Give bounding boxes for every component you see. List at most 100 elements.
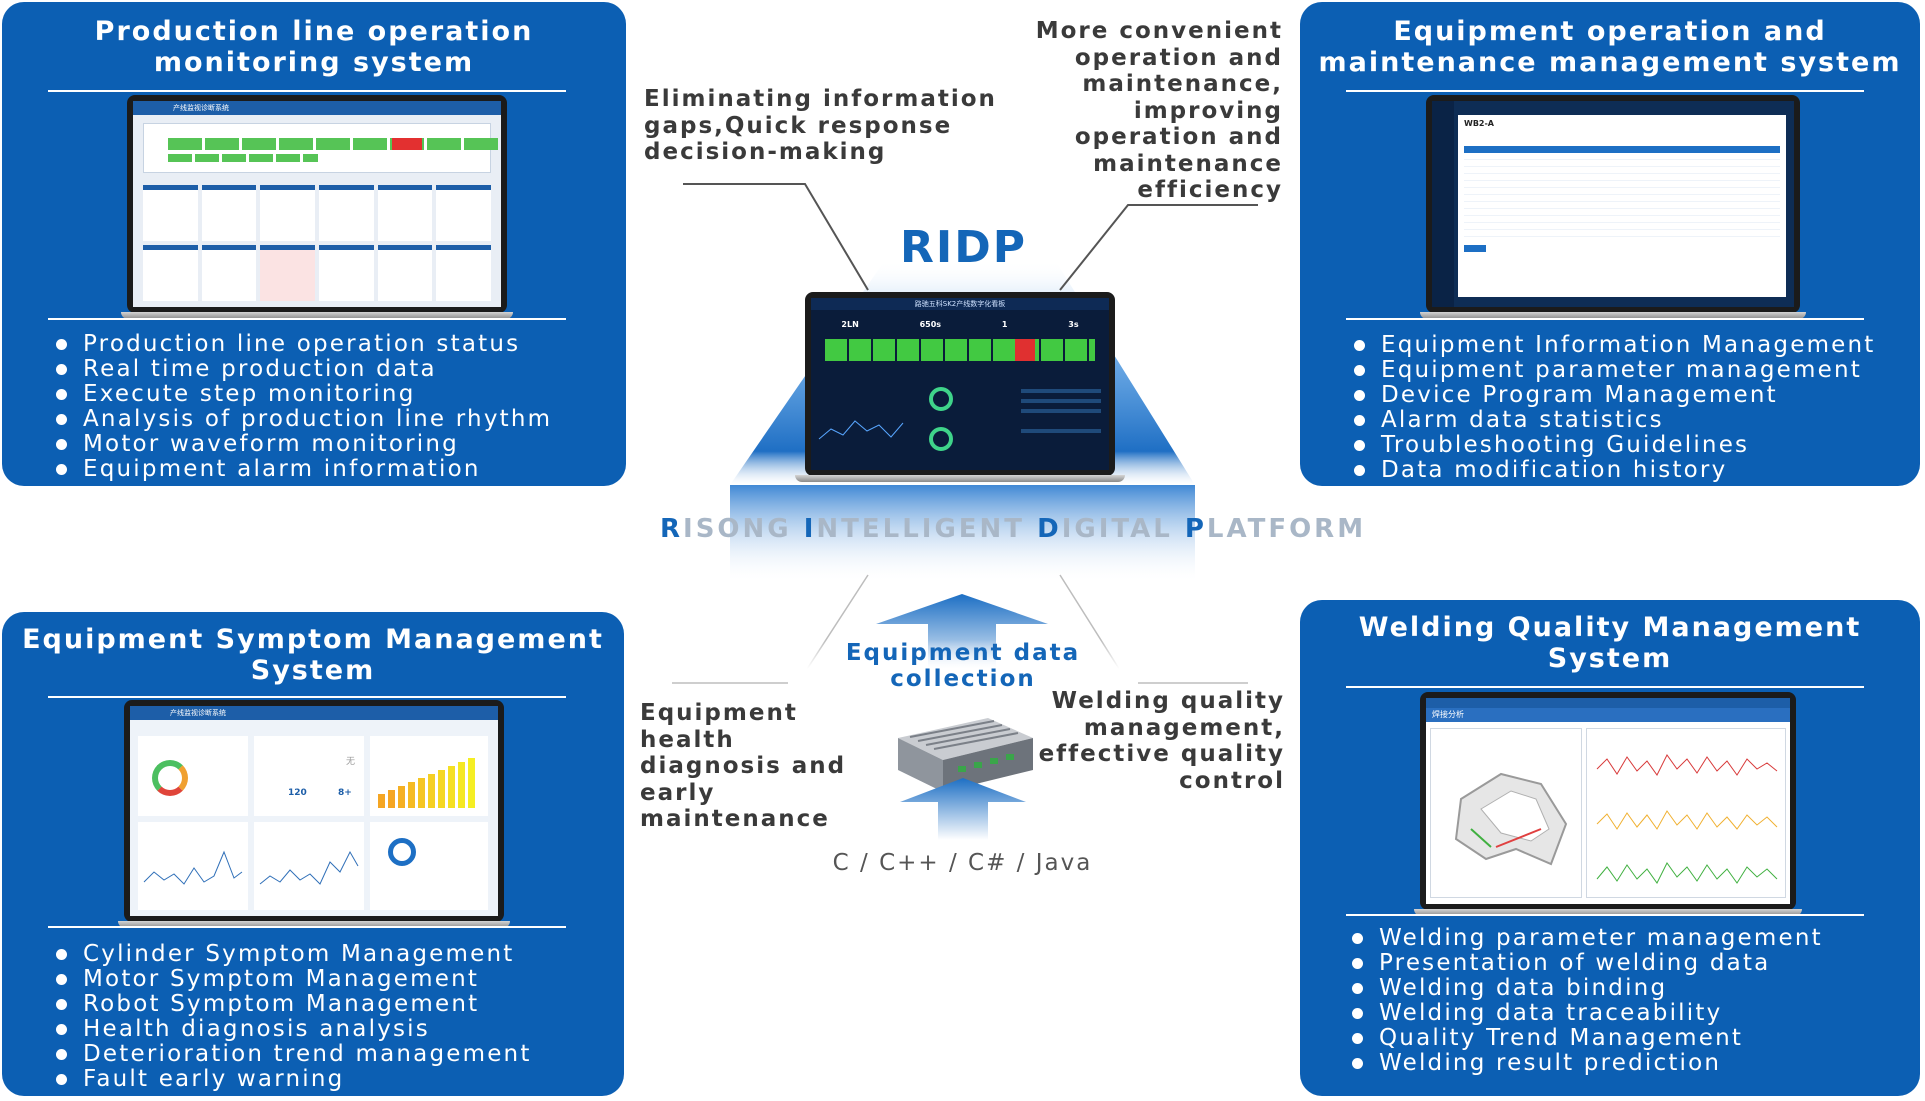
panel-symptom-management: Equipment Symptom Management System 产线监视… bbox=[2, 612, 624, 1096]
panel-equipment-maintenance: Equipment operation and maintenance mana… bbox=[1300, 2, 1920, 486]
station-grid bbox=[143, 185, 491, 301]
equipment-screen: WB2-A bbox=[1432, 101, 1794, 307]
list-item: Motor Symptom Management bbox=[56, 967, 532, 992]
summary-card: 120 8+ 无 bbox=[254, 736, 364, 816]
panel-welding-quality: Welding Quality Management System 焊接分析 bbox=[1300, 600, 1920, 1096]
callout-bottom-right: Welding quality management, effective qu… bbox=[1038, 688, 1285, 794]
list-item: Real time production data bbox=[56, 357, 552, 382]
welding-screen: 焊接分析 bbox=[1426, 698, 1790, 904]
screen-header: 焊接分析 bbox=[1426, 708, 1790, 722]
panel-title: Production line operation monitoring sys… bbox=[94, 16, 534, 78]
list-item: Health diagnosis analysis bbox=[56, 1017, 532, 1042]
screen-header: 路驰五科SK2产线数字化看板 bbox=[811, 298, 1109, 310]
list-item: Quality Trend Management bbox=[1352, 1026, 1823, 1051]
dashboard-stats: 2LN 650s 1 3s bbox=[811, 320, 1109, 329]
donut-card bbox=[138, 736, 248, 816]
laptop-equipment: WB2-A bbox=[1420, 95, 1806, 319]
waveform-view bbox=[1586, 728, 1786, 898]
panel-production-monitoring: Production line operation monitoring sys… bbox=[2, 2, 626, 486]
title-divider bbox=[1346, 90, 1864, 92]
line-status-strip bbox=[825, 339, 1095, 361]
production-screen: 产线监视诊断系统 bbox=[133, 101, 501, 307]
list-item: Welding parameter management bbox=[1352, 926, 1823, 951]
screen-header: WB2-A bbox=[1464, 119, 1494, 128]
platform-initial: D bbox=[1037, 514, 1062, 544]
panel-title: Equipment operation and maintenance mana… bbox=[1318, 16, 1902, 78]
list-item: Production line operation status bbox=[56, 332, 552, 357]
feature-list: Welding parameter management Presentatio… bbox=[1352, 926, 1823, 1076]
feature-list: Production line operation status Real ti… bbox=[56, 332, 552, 482]
collection-label: Equipment data collection bbox=[788, 640, 1138, 692]
panel-title: Welding Quality Management System bbox=[1358, 612, 1862, 674]
screen-empty-text: 无 bbox=[346, 757, 356, 767]
list-divider bbox=[48, 318, 566, 320]
callout-top-right: More convenient operation and maintenanc… bbox=[1035, 18, 1283, 203]
bar-card bbox=[370, 736, 488, 816]
trend-card-2 bbox=[254, 822, 364, 910]
list-divider bbox=[1346, 914, 1864, 916]
platform-word: NTELLIGENT bbox=[816, 514, 1038, 544]
stat-value: 2LN bbox=[841, 320, 859, 329]
up-arrow-icon bbox=[900, 778, 1026, 840]
platform-initial: R bbox=[660, 514, 684, 544]
platform-initial: P bbox=[1184, 514, 1207, 544]
mini-bar-chart bbox=[378, 758, 475, 808]
screen-value: 120 bbox=[288, 788, 307, 798]
list-item: Troubleshooting Guidelines bbox=[1354, 433, 1876, 458]
car-frame-icon bbox=[1454, 772, 1568, 866]
dashboard-charts bbox=[818, 387, 1101, 451]
laptop-production: 产线监视诊断系统 bbox=[121, 95, 513, 319]
platform-word: LATFORM bbox=[1206, 514, 1367, 544]
list-item: Fault early warning bbox=[56, 1067, 532, 1092]
symptom-screen: 产线监视诊断系统 120 8+ 无 bbox=[130, 706, 498, 916]
welding-waveforms bbox=[1596, 754, 1778, 884]
list-item: Welding data binding bbox=[1352, 976, 1823, 1001]
dashboard-screen: 路驰五科SK2产线数字化看板 2LN 650s 1 3s bbox=[811, 298, 1109, 470]
list-item: Motor waveform monitoring bbox=[56, 432, 552, 457]
gateway-device-icon bbox=[898, 718, 1033, 792]
screen-header: 产线监视诊断系统 bbox=[130, 706, 498, 720]
list-item: Presentation of welding data bbox=[1352, 951, 1823, 976]
list-item: Welding data traceability bbox=[1352, 1001, 1823, 1026]
screen-header: 产线监视诊断系统 bbox=[133, 101, 501, 115]
line-overview bbox=[143, 123, 498, 173]
equipment-table: WB2-A bbox=[1458, 115, 1786, 297]
list-item: Device Program Management bbox=[1354, 383, 1876, 408]
laptop-symptom: 产线监视诊断系统 120 8+ 无 bbox=[118, 700, 510, 928]
list-item: Execute step monitoring bbox=[56, 382, 552, 407]
list-item: Welding result prediction bbox=[1352, 1051, 1823, 1076]
list-item: Equipment Information Management bbox=[1354, 333, 1876, 358]
panel-title: Equipment Symptom Management System bbox=[22, 624, 604, 686]
laptop-welding: 焊接分析 bbox=[1414, 692, 1802, 916]
list-divider bbox=[48, 926, 566, 928]
ring-card bbox=[370, 822, 488, 910]
list-item: Data modification history bbox=[1354, 458, 1876, 483]
list-item: Deterioration trend management bbox=[56, 1042, 532, 1067]
platform-word: ISONG bbox=[683, 514, 804, 544]
list-item: Equipment parameter management bbox=[1354, 358, 1876, 383]
title-divider bbox=[48, 696, 566, 698]
part-view bbox=[1430, 728, 1582, 898]
screen-value: 8+ bbox=[338, 788, 352, 798]
languages-label: C / C++ / C# / Java bbox=[832, 850, 1093, 876]
ridp-title: RIDP bbox=[900, 222, 1028, 273]
list-divider bbox=[1346, 318, 1864, 320]
list-item: Equipment alarm information bbox=[56, 457, 552, 482]
platform-name: RISONG INTELLIGENT DIGITAL PLATFORM bbox=[660, 514, 1363, 544]
list-item: Robot Symptom Management bbox=[56, 992, 532, 1017]
list-item: Cylinder Symptom Management bbox=[56, 942, 532, 967]
platform-initial: I bbox=[803, 514, 817, 544]
title-divider bbox=[48, 90, 566, 92]
laptop-dashboard: 路驰五科SK2产线数字化看板 2LN 650s 1 3s bbox=[795, 292, 1125, 482]
up-arrow-icon bbox=[876, 594, 1048, 678]
trend-card-1 bbox=[138, 822, 248, 910]
stat-value: 650s bbox=[919, 320, 942, 329]
platform-word: IGITAL bbox=[1061, 514, 1185, 544]
callout-top-left: Eliminating information gaps,Quick respo… bbox=[644, 86, 997, 165]
stat-value: 1 bbox=[1001, 320, 1008, 329]
feature-list: Cylinder Symptom Management Motor Sympto… bbox=[56, 942, 532, 1092]
list-item: Analysis of production line rhythm bbox=[56, 407, 552, 432]
feature-list: Equipment Information Management Equipme… bbox=[1354, 333, 1876, 483]
stat-value: 3s bbox=[1068, 320, 1079, 329]
callout-bottom-left: Equipment health diagnosis and early mai… bbox=[640, 700, 847, 832]
